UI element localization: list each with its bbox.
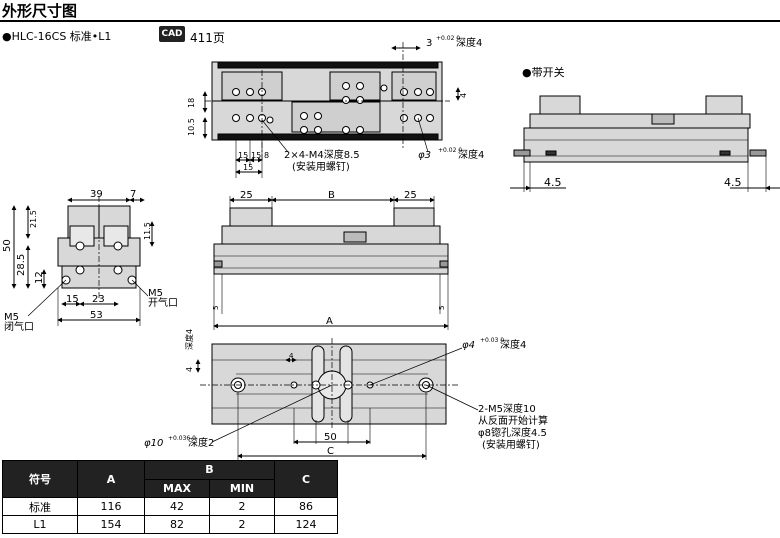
table-header-symbol: 符号 (2, 460, 78, 498)
dim-bot-m5-line1: 2-M5深度10 (478, 402, 536, 415)
table-cell-c: 86 (274, 497, 338, 516)
table-cell-max: 82 (144, 515, 210, 534)
table-header-min: MIN (209, 478, 275, 498)
dim-side-53: 53 (90, 310, 103, 321)
dim-bot-m5-line2: 从反面开始计算 (478, 414, 548, 427)
dim-front-5a: 5 (212, 306, 220, 310)
table-cell-a: 154 (77, 515, 145, 534)
table-cell-name: L1 (2, 515, 78, 534)
dim-top-phi3-depth: 深度4 (458, 148, 484, 161)
dim-side-50: 50 (2, 239, 13, 252)
table-row: L1 154 82 2 124 (2, 515, 338, 534)
dim-side-7: 7 (130, 189, 136, 200)
top-view (202, 42, 461, 178)
dim-side-m5-close: M5 (4, 312, 19, 323)
dim-top-4: 4 (459, 93, 468, 98)
dim-top-3: 3 (426, 38, 432, 49)
table-header-a: A (77, 460, 145, 498)
table-header-c: C (274, 460, 338, 498)
dimension-drawing: 3 +0.02 0 深度4 18 10.5 4 15 15 15 8 2×4-M… (2, 35, 780, 460)
cad-page-ref[interactable]: 411页 (190, 31, 225, 45)
table-header-b: B (144, 460, 275, 480)
dim-side-close-port: 闭气口 (4, 320, 34, 333)
dim-top-phi3-tol: +0.02 0 (438, 147, 462, 154)
dim-side-m5-open: M5 (148, 288, 163, 299)
dim-bot-4: 4 (185, 367, 194, 372)
dim-bot-phi4-tol: +0.03 0 (480, 337, 504, 344)
dim-top-15a: 15 (238, 151, 248, 160)
dim-side-open-port: 开气口 (148, 296, 178, 309)
dim-bot-phi4-depth: 深度4 (500, 338, 526, 351)
table-cell-c: 124 (274, 515, 338, 534)
dim-top-15c: 15 (243, 163, 253, 172)
front-view (213, 196, 449, 330)
dim-side-15: 15 (66, 294, 79, 305)
dim-bot-phi10-depth: 深度2 (188, 436, 214, 449)
dim-switch-4-5b: 4.5 (724, 176, 742, 189)
dim-side-11-5: 11.5 (143, 222, 152, 240)
dim-top-10-5: 10.5 (187, 118, 196, 136)
switch-view (510, 95, 780, 192)
table-row: 标准 116 42 2 86 (2, 497, 338, 516)
dim-bot-depth4: 深度4 (184, 329, 194, 350)
dim-switch-4-5a: 4.5 (544, 176, 562, 189)
side-view (11, 196, 155, 326)
dim-front-25a: 25 (240, 190, 253, 201)
dimension-table: 符号 A B C MAX MIN 标准 116 42 2 86 L1 154 8… (2, 460, 338, 534)
table-cell-name: 标准 (2, 497, 78, 516)
dim-top-depth4: 深度4 (456, 36, 482, 49)
dim-side-12: 12 (34, 271, 45, 284)
dim-bot-50: 50 (324, 432, 337, 443)
dim-bot-phi4: φ4 (462, 340, 475, 351)
table-cell-a: 116 (77, 497, 145, 516)
dim-bot-phi10-tol: +0.036 0 (168, 435, 196, 442)
dim-front-25b: 25 (404, 190, 417, 201)
dim-bot-m5-line3: φ8锪孔深度4.5 (478, 426, 547, 439)
dim-bot-4b: 4 (289, 352, 294, 360)
dim-front-b: B (328, 190, 335, 201)
model-label: ●HLC-16CS 标准•L1 (2, 30, 112, 43)
title-rule (0, 20, 780, 22)
page-title: 外形尺寸图 (2, 2, 78, 20)
dim-top-18: 18 (187, 98, 196, 108)
dim-side-21-5: 21.5 (29, 210, 38, 228)
dim-bot-c: C (327, 446, 334, 457)
dim-bot-m5-line4: (安装用螺钉) (482, 438, 540, 451)
cad-icon[interactable]: CAD (159, 26, 185, 42)
dim-top-3-tol: +0.02 0 (436, 35, 460, 42)
table-header-max: MAX (144, 478, 210, 498)
table-cell-min: 2 (209, 515, 275, 534)
dim-top-phi3: φ3 (418, 150, 431, 161)
switch-view-label: ●带开关 (522, 65, 565, 79)
dim-top-m4-sub: (安装用螺钉) (292, 160, 350, 173)
dim-front-a: A (326, 316, 333, 327)
dim-bot-phi10: φ10 (144, 438, 163, 449)
dim-top-m4: 2×4-M4深度8.5 (284, 148, 360, 161)
dim-front-5b: 5 (438, 306, 446, 310)
table-cell-min: 2 (209, 497, 275, 516)
dim-side-39: 39 (90, 189, 103, 200)
table-cell-max: 42 (144, 497, 210, 516)
dim-top-8: 8 (264, 151, 269, 160)
dim-side-23: 23 (92, 294, 105, 305)
bottom-view (195, 338, 479, 460)
dim-top-15b: 15 (251, 151, 261, 160)
dim-side-28-5: 28.5 (16, 254, 27, 276)
